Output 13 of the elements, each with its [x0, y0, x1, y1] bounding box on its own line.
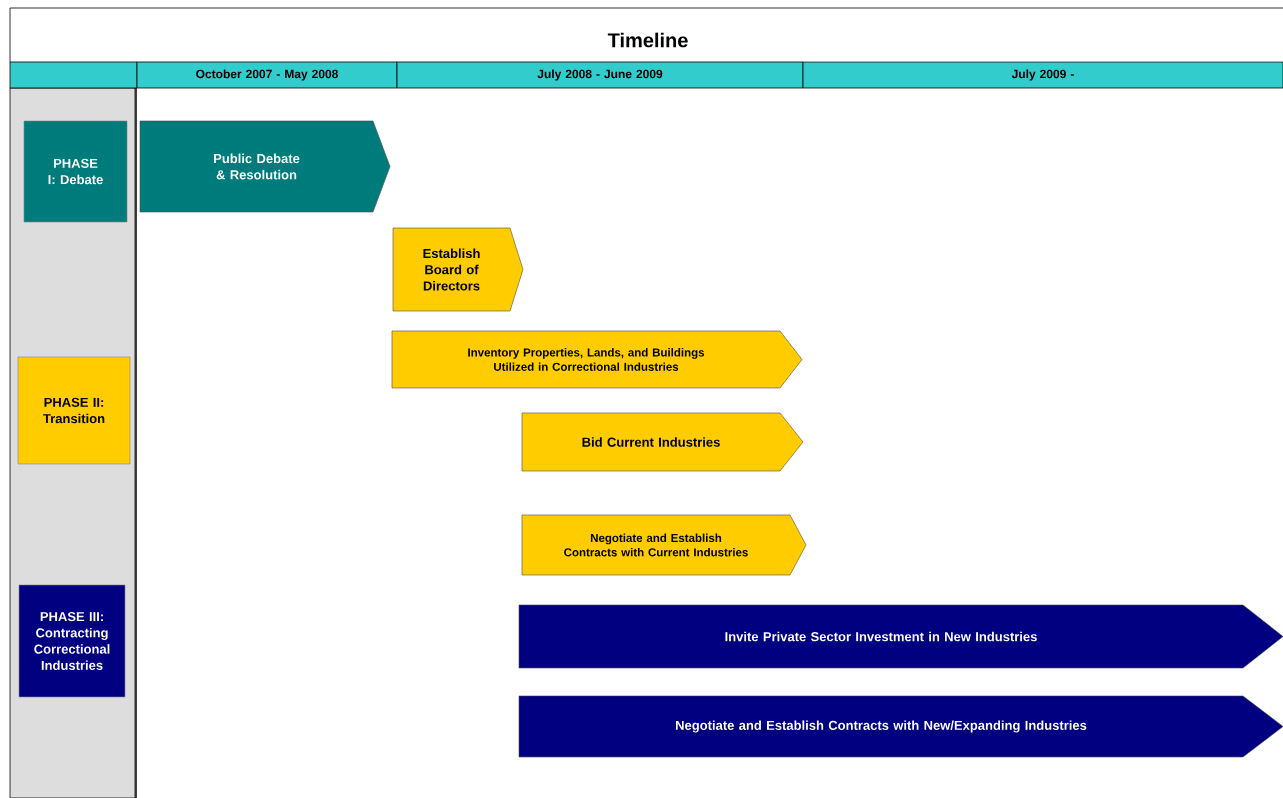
- phase-box: PHASE III: Contracting Correctional Industries: [18, 584, 126, 698]
- phase-box: PHASE II: Transition: [17, 356, 131, 465]
- phase-box: PHASE I: Debate: [23, 120, 128, 223]
- timeline-bar: Bid Current Industries: [521, 412, 804, 472]
- column-header: July 2008 - June 2009: [396, 61, 804, 89]
- timeline-bar: Public Debate & Resolution: [139, 120, 391, 213]
- timeline-bar: Negotiate and Establish Contracts with New/Expanding Industries: [518, 695, 1283, 758]
- timeline-bar: Invite Private Sector Investment in New Industries: [518, 604, 1283, 669]
- timeline-bar: Inventory Properties, Lands, and Buildings Utilized in Correctional Industries: [391, 330, 803, 389]
- title: Timeline: [9, 7, 1283, 63]
- timeline-bar: Negotiate and Establish Contracts with Current Industries: [521, 514, 807, 576]
- timeline-bar: Establish Board of Directors: [392, 227, 524, 312]
- column-header: July 2009 -: [802, 61, 1283, 89]
